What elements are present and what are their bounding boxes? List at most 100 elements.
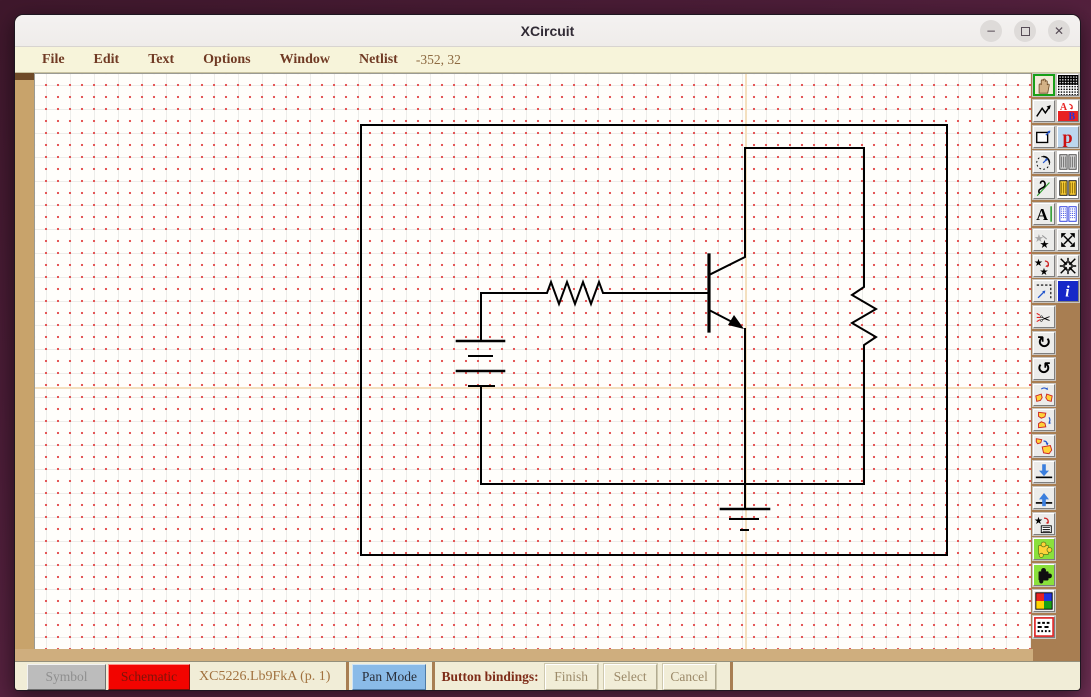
npn-emitter-arrow bbox=[728, 315, 744, 329]
load-resistor bbox=[852, 148, 876, 484]
maximize-button[interactable] bbox=[1014, 20, 1036, 42]
minimize-button[interactable]: − bbox=[980, 20, 1002, 42]
flip-vertical-icon bbox=[1034, 410, 1054, 430]
pan-mode-button[interactable]: Pan Mode bbox=[352, 664, 426, 690]
make-object-tool-button[interactable]: ★ bbox=[1033, 513, 1055, 535]
flip-horizontal-icon bbox=[1034, 385, 1054, 405]
parameter-menu-button[interactable]: p bbox=[1057, 126, 1079, 148]
help-button[interactable]: i bbox=[1057, 280, 1079, 302]
builtin-library-button[interactable] bbox=[1057, 151, 1079, 173]
hand-icon bbox=[1035, 76, 1053, 94]
cancel-button[interactable]: Cancel bbox=[663, 664, 716, 690]
svg-text:A: A bbox=[1036, 205, 1048, 224]
contract-arrows-icon bbox=[1058, 256, 1078, 276]
color-grid-icon bbox=[1034, 591, 1054, 611]
spline-icon bbox=[1034, 178, 1054, 198]
fill-style-menu-button[interactable] bbox=[1057, 74, 1079, 96]
move-tool-button[interactable]: ★★ bbox=[1033, 229, 1055, 251]
parameter-p-icon: p bbox=[1058, 127, 1078, 147]
svg-text:p: p bbox=[1063, 127, 1073, 147]
schematic-mode-button[interactable]: Schematic bbox=[108, 664, 190, 690]
menu-options[interactable]: Options bbox=[203, 52, 250, 67]
svg-text:★: ★ bbox=[1034, 516, 1043, 527]
edit-tool-button[interactable] bbox=[1033, 280, 1055, 302]
text-tool-button[interactable]: A bbox=[1033, 203, 1055, 225]
flip-horizontal-tool-button[interactable] bbox=[1033, 384, 1055, 406]
menu-file[interactable]: File bbox=[42, 52, 65, 67]
menu-window[interactable]: Window bbox=[280, 52, 330, 67]
flip-vertical-tool-button[interactable] bbox=[1033, 409, 1055, 431]
mirror-copy-tool-button[interactable] bbox=[1033, 435, 1055, 457]
ground-symbol bbox=[721, 509, 769, 530]
coordinate-readout: -352, 32 bbox=[416, 52, 461, 68]
arc-icon bbox=[1034, 152, 1054, 172]
halftone-icon bbox=[1058, 75, 1078, 95]
box-tool-button[interactable] bbox=[1033, 126, 1055, 148]
menubar: File Edit Text Options Window Netlist -352, 3… bbox=[15, 47, 1080, 73]
menu-text[interactable]: Text bbox=[148, 52, 174, 67]
library-add-tool-button[interactable] bbox=[1033, 538, 1055, 560]
left-scrollbar[interactable] bbox=[15, 73, 34, 649]
pop-tool-button[interactable] bbox=[1033, 487, 1055, 509]
rotate-cw-icon: ↻ bbox=[1034, 332, 1054, 354]
edit-box-icon bbox=[1034, 281, 1054, 301]
delete-tool-button[interactable]: ✂ bbox=[1033, 306, 1055, 328]
arrow-up-icon bbox=[1034, 488, 1054, 508]
minimize-icon: − bbox=[986, 24, 996, 38]
blue-book-icon bbox=[1058, 204, 1078, 224]
mirror-icon bbox=[1034, 436, 1054, 456]
user-library-button[interactable] bbox=[1057, 177, 1079, 199]
svg-text:★: ★ bbox=[1039, 267, 1048, 276]
zoom-in-button[interactable] bbox=[1057, 255, 1079, 277]
statusbar-separator bbox=[432, 662, 435, 692]
toolbar: A ★★ ★★ ✂ ↻ ↺ ★ AB p i bbox=[1031, 73, 1080, 661]
drawing-canvas[interactable] bbox=[34, 73, 1033, 649]
battery-wires bbox=[481, 293, 864, 484]
arc-tool-button[interactable] bbox=[1033, 151, 1055, 173]
arrow-down-icon bbox=[1034, 462, 1054, 482]
finish-button[interactable]: Finish bbox=[545, 664, 598, 690]
push-tool-button[interactable] bbox=[1033, 461, 1055, 483]
symbol-mode-button[interactable]: Symbol bbox=[27, 664, 106, 690]
menu-edit[interactable]: Edit bbox=[94, 52, 120, 67]
library-delete-tool-button[interactable] bbox=[1033, 564, 1055, 586]
statusbar: Symbol Schematic XC5226.Lb9FkA (p. 1) Pa… bbox=[15, 661, 1080, 691]
rotate-cw-tool-button[interactable]: ↻ bbox=[1033, 332, 1055, 354]
ab-swap-icon: AB bbox=[1058, 101, 1078, 121]
rotate-ccw-tool-button[interactable]: ↺ bbox=[1033, 358, 1055, 380]
select-button[interactable]: Select bbox=[604, 664, 657, 690]
left-scrollbar-thumb[interactable] bbox=[15, 73, 34, 80]
statusbar-separator bbox=[346, 662, 349, 692]
page-directory-button[interactable] bbox=[1057, 203, 1079, 225]
symbol-schematic-swap-button[interactable]: AB bbox=[1057, 100, 1079, 122]
pan-tool-button[interactable] bbox=[1033, 74, 1055, 96]
statusbar-separator bbox=[730, 662, 733, 692]
puzzle-yellow-icon bbox=[1034, 539, 1054, 559]
page-name-label: XC5226.Lb9FkA (p. 1) bbox=[199, 669, 330, 685]
menu-netlist[interactable]: Netlist bbox=[359, 52, 398, 67]
puzzle-black-icon bbox=[1034, 565, 1054, 585]
color-menu-button[interactable] bbox=[1033, 590, 1055, 612]
copy-stars-icon: ★★ bbox=[1034, 256, 1054, 276]
titlebar[interactable]: XCircuit − ✕ bbox=[15, 15, 1080, 47]
move-star-icon: ★★ bbox=[1034, 230, 1054, 250]
zoom-out-button[interactable] bbox=[1057, 229, 1079, 251]
svg-text:✂: ✂ bbox=[1039, 312, 1050, 327]
yellow-book-icon bbox=[1058, 178, 1078, 198]
spline-tool-button[interactable] bbox=[1033, 177, 1055, 199]
base-resistor-wire bbox=[481, 282, 709, 304]
copy-tool-button[interactable]: ★★ bbox=[1033, 255, 1055, 277]
close-icon: ✕ bbox=[1054, 24, 1064, 38]
maximize-icon bbox=[1021, 27, 1030, 36]
button-bindings-label: Button bindings: bbox=[441, 669, 538, 685]
close-button[interactable]: ✕ bbox=[1048, 20, 1070, 42]
wire-tool-button[interactable] bbox=[1033, 100, 1055, 122]
bottom-scrollbar[interactable] bbox=[15, 649, 1033, 661]
line-style-icon bbox=[1034, 617, 1054, 637]
scissors-icon: ✂ bbox=[1034, 307, 1054, 327]
text-icon: A bbox=[1034, 204, 1054, 224]
line-style-menu-button[interactable] bbox=[1033, 616, 1055, 638]
books-icon bbox=[1058, 152, 1078, 172]
battery-symbol bbox=[457, 341, 504, 386]
collector-wire bbox=[709, 148, 864, 275]
